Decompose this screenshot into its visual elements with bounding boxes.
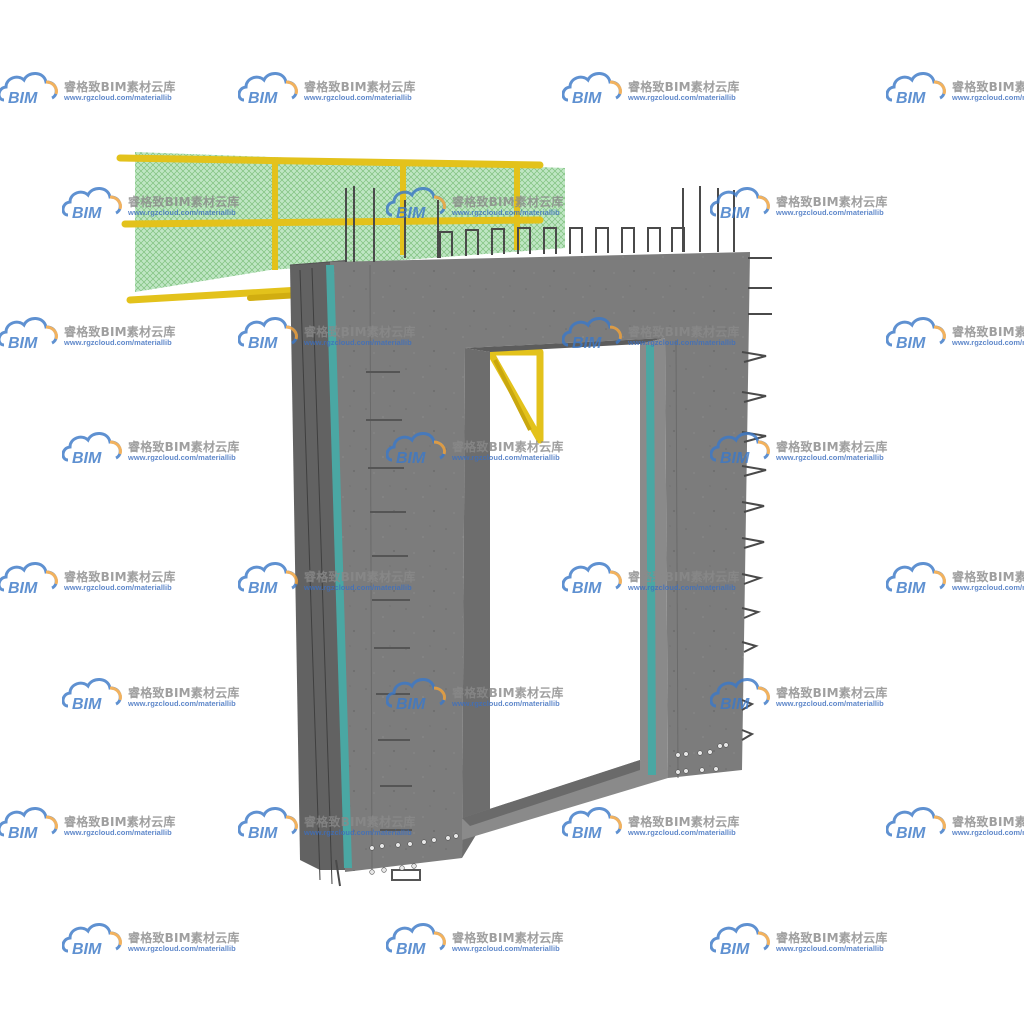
insulation-strip-right	[646, 345, 656, 775]
rebar-stirrups-top	[439, 227, 685, 258]
wall-edge	[289, 261, 331, 266]
rebar-bottom-hook	[391, 869, 421, 881]
opening-left-jamb	[462, 348, 490, 858]
railing-bottom-rail	[126, 286, 304, 304]
opening-sill-beam	[462, 760, 668, 840]
rebar-bottom-rod	[335, 859, 341, 887]
wall-edge	[299, 269, 321, 881]
railing-bracket-arm	[493, 359, 532, 431]
opening-sill-beam-top	[462, 760, 640, 826]
wall-edge	[675, 339, 679, 779]
wall-edge	[311, 267, 333, 885]
railing-mid-rail	[121, 216, 544, 228]
insulation-strip-left	[326, 265, 352, 868]
wall-front-texture	[330, 252, 750, 872]
anchor-bolts	[369, 742, 729, 875]
precast-concrete-wall-icon	[289, 252, 750, 885]
safety-railing-icon	[116, 152, 565, 444]
railing-top-rail	[116, 154, 544, 169]
wall-edge	[369, 264, 373, 871]
